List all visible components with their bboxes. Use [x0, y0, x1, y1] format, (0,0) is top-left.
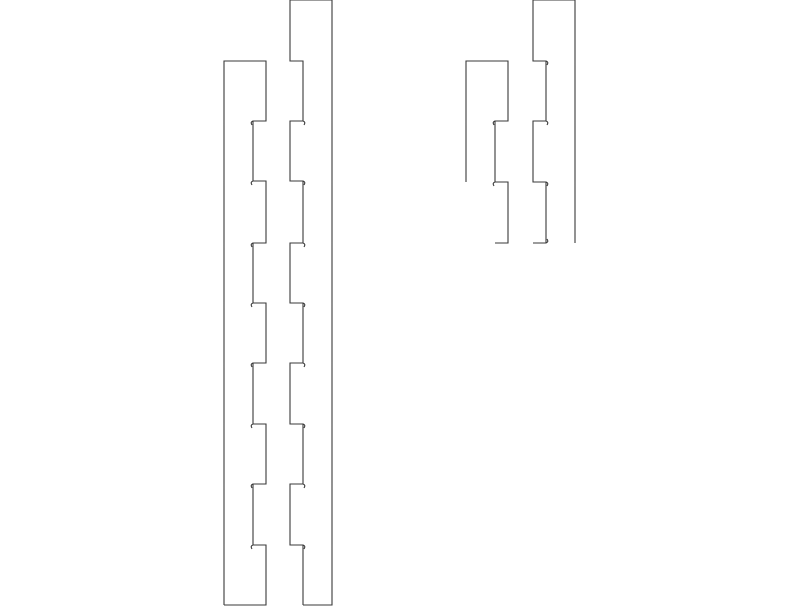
long-strip-left-outline [223, 60, 267, 606]
short-strip-right-outline [532, 0, 576, 244]
short-strip-left-outline [465, 60, 509, 244]
long-strip-right-outline [289, 0, 333, 606]
